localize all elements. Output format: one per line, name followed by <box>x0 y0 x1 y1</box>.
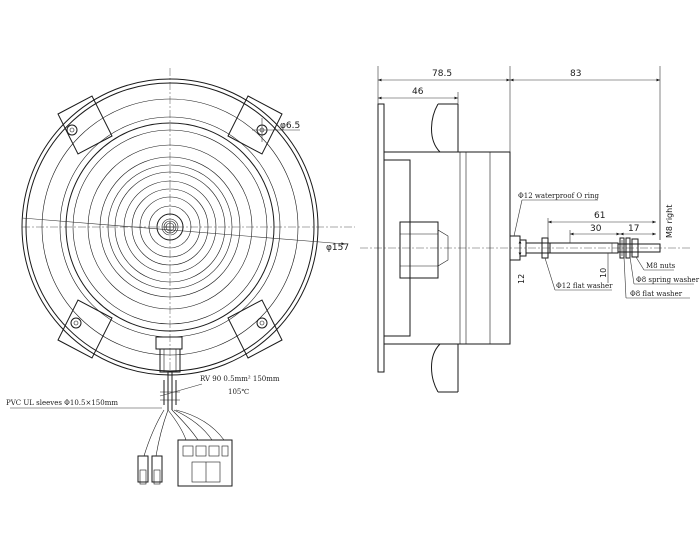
wire-notes: RV 90 0.5mm² 150mm 105℃ PVC UL sleeves Φ… <box>6 375 280 409</box>
shaft-assembly <box>509 235 661 261</box>
mounting-lug-bl <box>57 299 113 359</box>
dim-shaft: 61 30 17 12 10 M8 right <box>517 190 674 284</box>
side-view: 78.5 83 46 61 30 17 12 10 M8 ri <box>360 66 700 393</box>
dim-30-label: 30 <box>590 224 602 234</box>
mounting-lug-tr <box>227 95 283 155</box>
hole-dia-label: φ6.5 <box>280 121 300 131</box>
front-view: φ6.5 φ157 <box>6 68 355 487</box>
sleeve-note: PVC UL sleeves Φ10.5×150mm <box>6 399 118 407</box>
callouts: Φ12 waterproof O ring Φ12 flat washer M8… <box>513 192 700 299</box>
connector-block <box>177 439 233 487</box>
temp-note: 105℃ <box>228 388 249 396</box>
dim-body-label: 46 <box>412 87 424 97</box>
dim-61-label: 61 <box>594 211 605 221</box>
o-ring-note: Φ12 waterproof O ring <box>518 192 599 200</box>
dim-outer: φ157 <box>21 217 349 253</box>
wire-bundle <box>143 372 225 457</box>
flat-washer-8-note: Φ8 flat washer <box>630 290 683 298</box>
dim-shaft-total-label: 83 <box>570 69 581 79</box>
mounting-lug-br <box>227 299 283 359</box>
dim-hole: φ6.5 <box>252 118 300 142</box>
spring-washer-note: Φ8 spring washer <box>636 276 700 284</box>
nut-note: M8 nuts <box>646 262 676 270</box>
outer-dia-label: φ157 <box>326 243 349 253</box>
wire-note: RV 90 0.5mm² 150mm <box>200 375 280 383</box>
dim-17-label: 17 <box>628 224 639 234</box>
dim-overall-label: 78.5 <box>432 69 452 79</box>
flat-washer-12-note: Φ12 flat washer <box>556 282 613 290</box>
mounting-lug-tl <box>57 95 113 155</box>
dim-10-label: 10 <box>599 268 608 278</box>
dim-12-label: 12 <box>517 274 526 284</box>
spade-terminals <box>137 455 163 485</box>
thread-label: M8 right <box>665 205 674 238</box>
